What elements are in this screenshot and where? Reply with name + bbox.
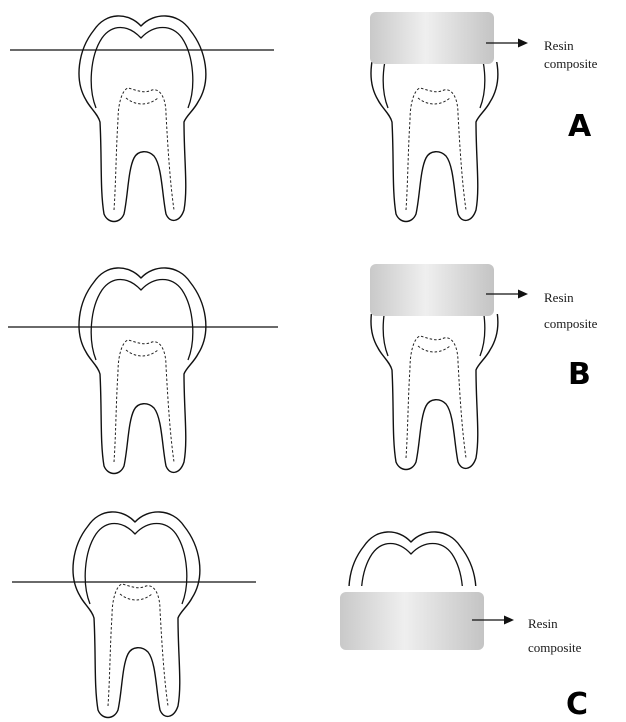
- panel-a-arrow-head: [518, 39, 528, 48]
- panel-c-full-tooth: [73, 512, 200, 718]
- panel-c-letter: C: [566, 687, 588, 722]
- panel-b-letter: B: [568, 357, 591, 392]
- panel-a-callout-line1: Resin: [544, 38, 574, 53]
- panel-a: Resin composite A: [10, 12, 598, 222]
- panel-b: Resin composite B: [8, 264, 598, 474]
- panel-b-full-tooth: [79, 268, 206, 474]
- panel-a-callout-line2: composite: [544, 56, 598, 71]
- panel-b-callout-line2: composite: [544, 316, 598, 331]
- panel-b-callout-line1: Resin: [544, 290, 574, 305]
- panel-c-callout-line2: composite: [528, 640, 582, 655]
- panel-c: Resin composite C: [12, 512, 588, 722]
- panel-b-arrow-head: [518, 290, 528, 299]
- panel-a-resin-block: [370, 12, 494, 64]
- panel-c-arrow-head: [504, 616, 514, 625]
- panel-a-full-tooth: [79, 16, 206, 222]
- panel-c-resin-block: [340, 592, 484, 650]
- panel-c-callout-line1: Resin: [528, 616, 558, 631]
- panel-b-resin-block: [370, 264, 494, 316]
- panel-a-letter: A: [568, 109, 592, 144]
